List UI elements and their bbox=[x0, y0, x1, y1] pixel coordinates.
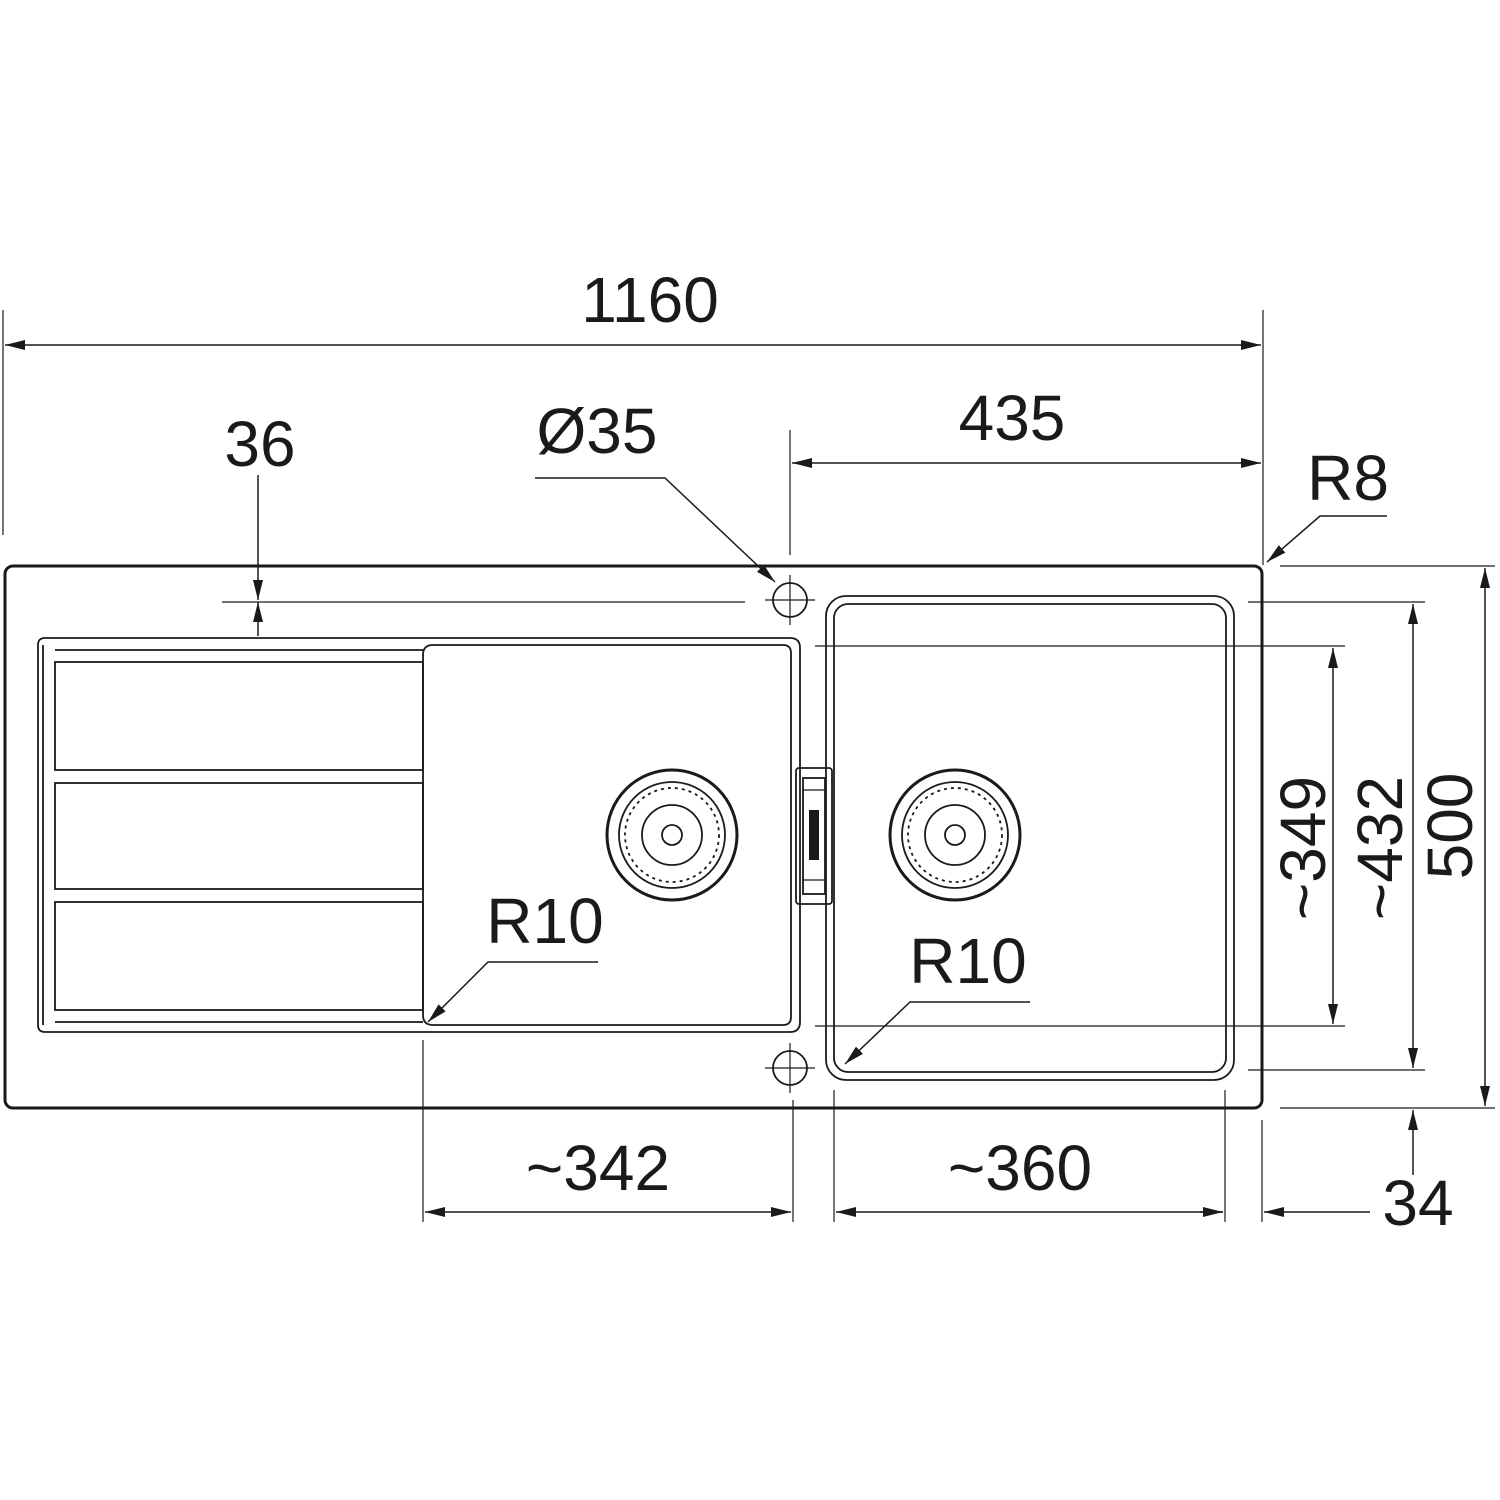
dimension-lines bbox=[2, 310, 1495, 1222]
label-main-bowl-width: ~360 bbox=[948, 1132, 1092, 1204]
label-tap-hole-diameter: Ø35 bbox=[537, 395, 658, 467]
leader-outer-radius bbox=[1266, 515, 1387, 563]
label-outer-radius: R8 bbox=[1307, 442, 1389, 514]
label-bowl-radius: R10 bbox=[909, 925, 1026, 997]
drainer-rib-3 bbox=[54, 901, 424, 1011]
label-overall-depth: 500 bbox=[1414, 773, 1486, 880]
tap-hole-top bbox=[765, 575, 815, 625]
label-bowl-depth-outer: ~432 bbox=[1344, 776, 1416, 920]
tap-hole-bottom bbox=[765, 1043, 815, 1093]
leader-drainer-radius bbox=[427, 961, 598, 1023]
drain-left bbox=[605, 768, 739, 902]
main-bowl bbox=[825, 595, 1235, 1081]
leader-tap-hole bbox=[535, 477, 776, 583]
label-drainer-inset: 36 bbox=[224, 408, 295, 480]
label-drainer-bowl-width: ~342 bbox=[526, 1132, 670, 1204]
drainer-rib-1 bbox=[54, 661, 424, 771]
main-bowl-outer bbox=[825, 595, 1235, 1081]
label-overall-width: 1160 bbox=[581, 264, 719, 336]
sink-body bbox=[3, 564, 1264, 1110]
drainer-bowl-inner bbox=[422, 644, 792, 1026]
leader-bowl-radius bbox=[844, 1001, 1030, 1065]
sink-outline bbox=[3, 564, 1264, 1110]
overflow-slot bbox=[795, 767, 833, 905]
drainer-rib-2 bbox=[54, 782, 424, 890]
dimension-labels: 1160 36 Ø35 435 R8 R10 R10 ~342 ~360 34 … bbox=[224, 264, 1486, 1239]
drain-right bbox=[888, 768, 1022, 902]
label-bowl-center: 435 bbox=[959, 382, 1066, 454]
label-drainer-radius: R10 bbox=[486, 885, 603, 957]
drainer bbox=[37, 637, 801, 1033]
label-bowl-depth-inner: ~349 bbox=[1267, 776, 1339, 920]
drainer-bowl-outer bbox=[37, 637, 801, 1033]
main-bowl-inner bbox=[833, 603, 1227, 1073]
label-rear-offset: 34 bbox=[1382, 1167, 1453, 1239]
